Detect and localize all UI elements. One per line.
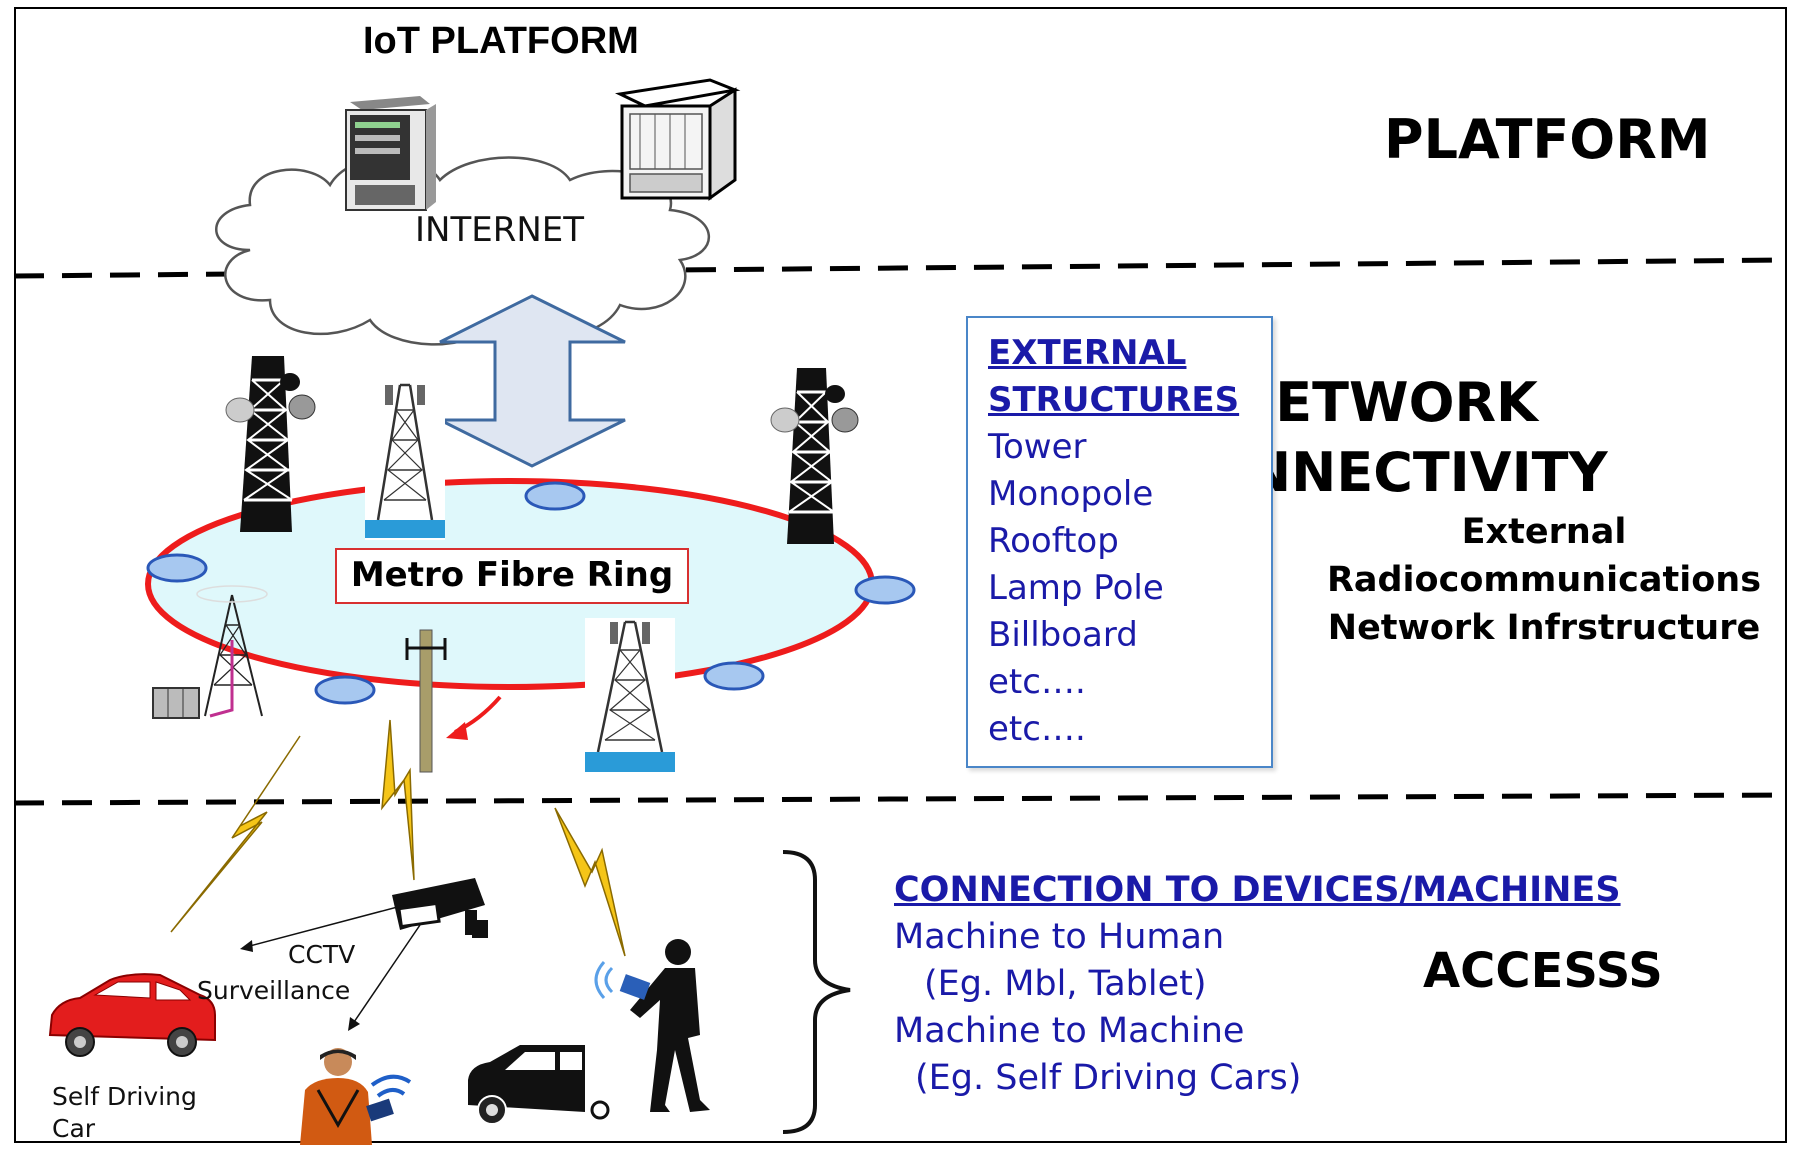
lightning-bolt-middle-icon [381, 719, 415, 881]
ring-node [314, 675, 376, 705]
diagram-frame [14, 7, 1787, 1143]
black-tower-left-icon [225, 356, 316, 532]
red-arrow [446, 695, 502, 740]
lattice-tower-upper-icon [365, 380, 445, 540]
ring-node [146, 553, 208, 583]
external-structures-title-line1: EXTERNAL [988, 333, 1187, 373]
ring-node [524, 481, 586, 511]
ring-node [703, 661, 765, 691]
lattice-tower-lower-icon [585, 618, 675, 773]
structure-item: Lamp Pole [988, 568, 1164, 608]
cctv-camera-icon [392, 878, 488, 938]
internet-cloud [215, 156, 710, 346]
external-structures-box: EXTERNAL STRUCTURES Tower Monopole Rooft… [966, 316, 1273, 768]
lamp-pole-icon [405, 629, 447, 773]
car-label-line2: Car [52, 1114, 96, 1143]
black-tower-right-icon [770, 368, 859, 544]
external-structures-title-line2: STRUCTURES [988, 380, 1240, 420]
internet-link-double-arrow [439, 294, 626, 468]
car-label-line1: Self Driving [52, 1082, 197, 1111]
connection-title: CONNECTION TO DEVICES/MACHINES [894, 870, 1621, 910]
structure-item: etc…. [988, 709, 1086, 749]
metro-fibre-ring-label: Metro Fibre Ring [335, 548, 689, 604]
structure-item: Billboard [988, 615, 1138, 655]
connection-line-3: Machine to Machine [894, 1011, 1245, 1051]
lightning-bolt-left-icon [170, 735, 301, 933]
cctv-label-line2: Surveillance [197, 976, 351, 1005]
cctv-arrows [240, 904, 421, 1031]
red-car-icon [48, 973, 216, 1057]
ring-nodes [146, 481, 916, 705]
worker-with-tablet-icon [300, 1048, 412, 1145]
connection-line-2: (Eg. Mbl, Tablet) [924, 964, 1207, 1004]
layer-network-description: External Radiocommunications Network Inf… [1327, 508, 1761, 652]
black-car-icon [468, 1045, 610, 1125]
layer-network-sub3: Network Infrstructure [1327, 608, 1761, 648]
internet-label: INTERNET [415, 210, 585, 250]
equipment-cabinet-icon [152, 687, 200, 719]
lightning-bolt-right-icon [554, 807, 626, 957]
layer-network-sub2: Radiocommunications [1326, 560, 1762, 600]
structure-item: Rooftop [988, 521, 1119, 561]
structure-item: Tower [988, 427, 1087, 467]
ring-node [854, 575, 916, 605]
external-structures-list: Tower Monopole Rooftop Lamp Pole Billboa… [988, 424, 1164, 753]
access-divider [13, 792, 1788, 806]
tower-server-icon [345, 96, 436, 211]
structure-item: Monopole [988, 474, 1154, 514]
connection-line-1: Machine to Human [894, 917, 1225, 957]
rack-server-icon [614, 78, 741, 201]
iot-platform-title: IoT PLATFORM [363, 20, 639, 62]
external-structures-title: EXTERNAL STRUCTURES [988, 330, 1239, 424]
cctv-label-line1: CCTV [288, 940, 356, 969]
layer-platform-label: PLATFORM [1384, 108, 1711, 171]
layer-access-label: ACCESSS [1423, 943, 1663, 999]
structure-item: etc…. [988, 662, 1086, 702]
man-with-tablet-icon [594, 939, 710, 1112]
small-mast-icon [196, 585, 268, 718]
connection-line-4: (Eg. Self Driving Cars) [915, 1058, 1302, 1098]
layer-network-sub1: External [1461, 512, 1627, 552]
layer-network-line1: NETWORK [1230, 371, 1538, 434]
access-brace [782, 850, 851, 1134]
